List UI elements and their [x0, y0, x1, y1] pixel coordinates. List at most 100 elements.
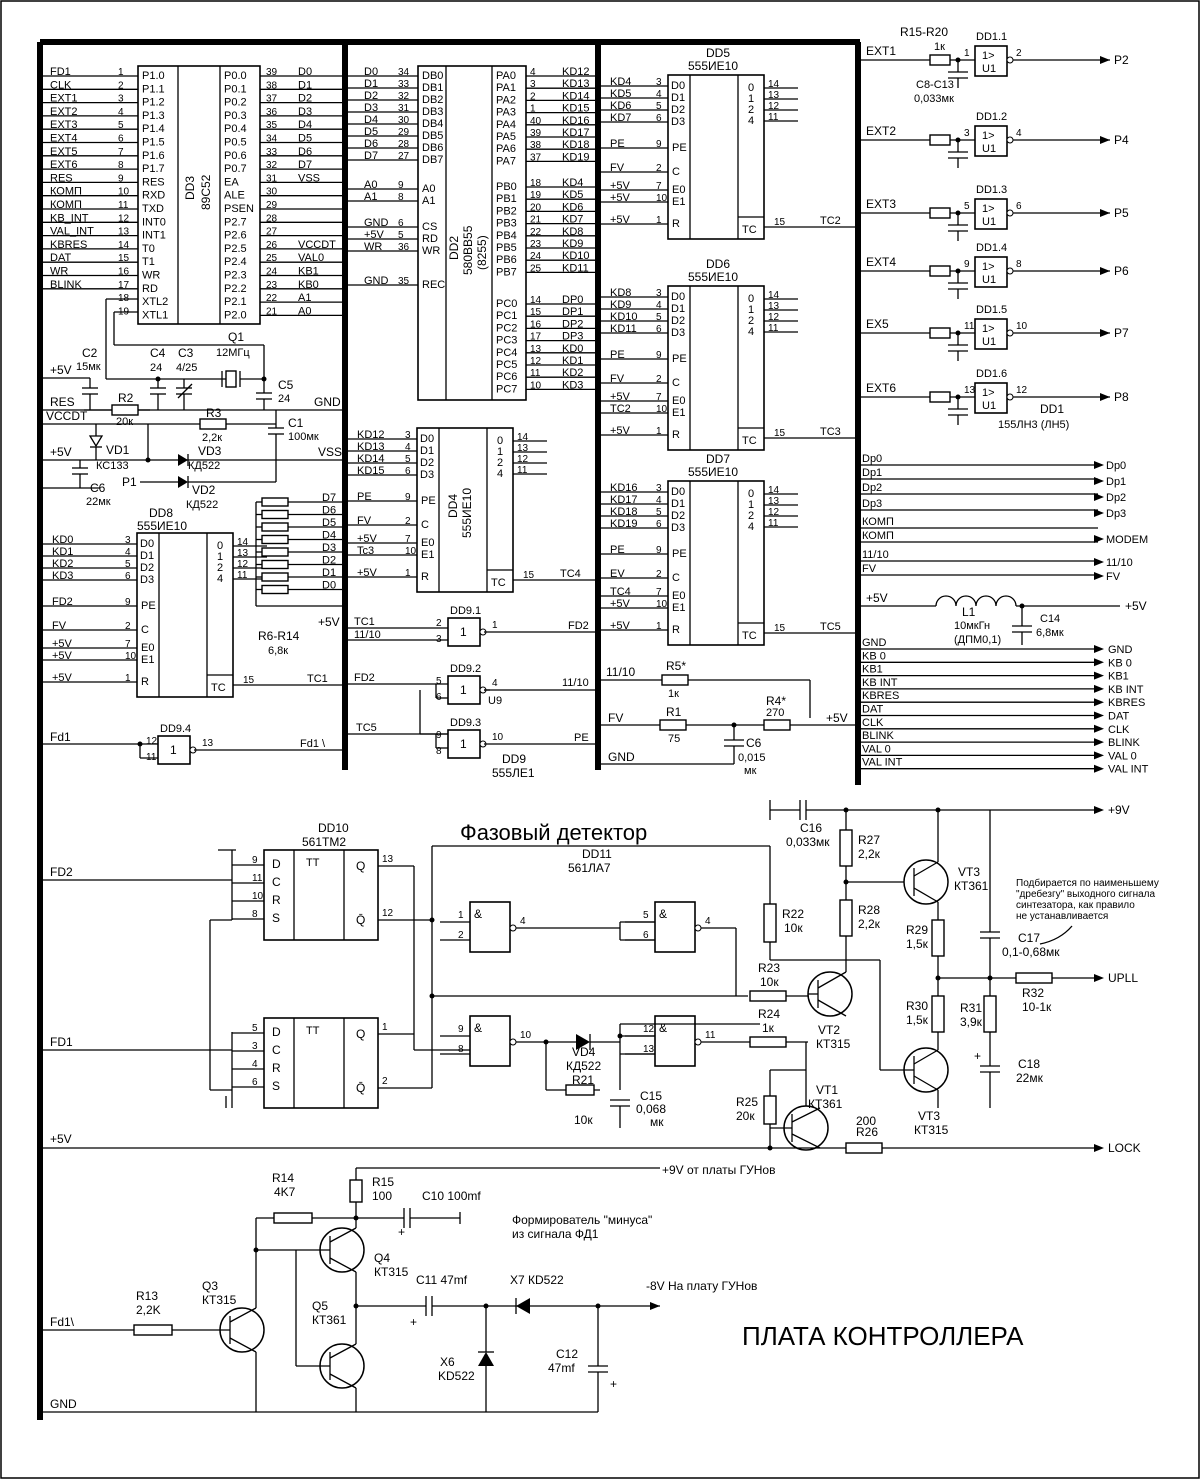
r24-label: R24: [758, 1007, 780, 1021]
r22-value: 10к: [784, 921, 803, 935]
bus2-net-left: KBRES: [862, 690, 899, 702]
counter-pin-num: 11: [768, 518, 779, 529]
dd3-pin-num: 28: [266, 213, 278, 224]
pd-9v: +9V: [1108, 803, 1130, 817]
counter-pin-R: R: [421, 571, 429, 583]
counter-net: KD3: [52, 570, 73, 582]
dd2-net: D5: [364, 126, 378, 138]
net-res: RES: [50, 395, 75, 409]
dd1-output-net: P6: [1114, 264, 1129, 278]
bus-net-left: КОМП: [862, 530, 894, 542]
dd3-pin-num: 21: [266, 306, 278, 317]
dd2-pin-num: 9: [398, 180, 404, 191]
counter-out: 2: [748, 510, 754, 522]
pd-note: "дребезгу" выходного сигнала: [1016, 888, 1155, 900]
dd3-pin-P2.6: P2.6: [224, 230, 247, 242]
vt1-value: КТ361: [808, 1097, 843, 1111]
counter-net: +5V: [610, 214, 631, 226]
r5-label: R5*: [666, 659, 686, 673]
dd2-pin-num: 36: [398, 242, 410, 253]
dd1-gate-name: DD1.5: [976, 304, 1007, 316]
dd3-pin-INT1: INT1: [142, 230, 166, 242]
counter-name: DD7: [706, 452, 730, 466]
counter-out: 4: [748, 326, 754, 338]
dd2-pin-PC7: PC7: [496, 383, 517, 395]
dd2-pin-RD: RD: [422, 233, 438, 245]
dd2-pin-num: 28: [398, 139, 410, 150]
counter-pin-num: 2: [656, 374, 662, 385]
rpack-net: D5: [322, 517, 336, 529]
counter-name: DD6: [706, 257, 730, 271]
dd3-net: RES: [50, 172, 73, 184]
dd2-pin-PA7: PA7: [496, 155, 516, 167]
dd2-net: D0: [364, 66, 378, 78]
counter-pin-D2: D2: [671, 104, 685, 116]
l1-note: (ДПМ0,1): [954, 634, 1001, 646]
r4-label: R4*: [766, 694, 786, 708]
counter-pin-D2: D2: [671, 315, 685, 327]
bus-net-left: 11/10: [862, 549, 889, 561]
net-vccdt: VCCDT: [46, 409, 88, 423]
counter-pin-R: R: [672, 624, 680, 636]
dd10-type: 561ТМ2: [302, 835, 346, 849]
dd2-net: KD19: [562, 151, 590, 163]
counter-pin-PE: PE: [141, 600, 156, 612]
counter-net: +5V: [610, 391, 631, 403]
dd3-pin-num: 10: [118, 187, 130, 198]
x6-value: KD522: [438, 1369, 475, 1383]
counter-tc-net: TC3: [820, 426, 841, 438]
dd2-pin-num: 18: [530, 178, 542, 189]
dd2-net: KD3: [562, 379, 583, 391]
counter-out: 2: [217, 562, 223, 574]
dd3-pin-P1.0: P1.0: [142, 70, 165, 82]
dd10-pin-S: S: [272, 1079, 280, 1093]
counter-pin-E0: E0: [672, 590, 685, 602]
counter-pin-D1: D1: [140, 550, 154, 562]
dd3-net: EXT1: [50, 93, 78, 105]
r13-value: 2,2K: [136, 1303, 161, 1317]
counter-pin-D2: D2: [671, 510, 685, 522]
dd10-pin-num: 10: [252, 891, 264, 902]
bus-net-left: КОМП: [862, 516, 894, 528]
dd3-pin-PSEN: PSEN: [224, 203, 254, 215]
dd11-symbol: &: [474, 907, 482, 921]
dd1-gate-name: DD1.3: [976, 184, 1007, 196]
dd11-pin-num: 13: [643, 1044, 655, 1055]
counter-pin-D0: D0: [140, 538, 154, 550]
dd11-pin-num: 11: [705, 1030, 716, 1041]
dd2-pin-PC3: PC3: [496, 335, 517, 347]
dd2-net: KD12: [562, 66, 590, 78]
dd9-net: Fd1: [50, 730, 71, 744]
bus2-net-right: VAL 0: [1108, 750, 1137, 762]
dd2-pin-num: 23: [530, 239, 542, 250]
dd2-pin-PB1: PB1: [496, 193, 517, 205]
dd3-pin-num: 2: [118, 80, 124, 91]
counter-pin-num: 9: [656, 139, 662, 150]
dd10-pin-R: R: [272, 1061, 281, 1075]
dd3-net: D0: [298, 66, 312, 78]
pd-note: Подбирается по наименьшему: [1016, 877, 1159, 889]
dd9-net: 11/10: [562, 677, 589, 689]
dd10-pin-C: C: [272, 875, 281, 889]
dd2-label: DD2: [447, 236, 461, 260]
dd2-pin-WR: WR: [422, 245, 440, 257]
counter-pin-num: 11: [768, 323, 779, 334]
c6-label: C6: [746, 736, 762, 750]
dd1-pin-num: 5: [964, 201, 970, 212]
dd1-gate-symbol: 1>: [982, 203, 995, 215]
counter-pin-num: 10: [656, 404, 668, 415]
counter-out: 2: [497, 457, 503, 469]
counter-tc: TC: [491, 577, 506, 589]
dd10-pin-num: 13: [382, 854, 394, 865]
dd2-net: A0: [364, 179, 377, 191]
r29-value: 1,5к: [906, 937, 929, 951]
dd2-net: WR: [364, 241, 382, 253]
dd2-pin-num: 13: [530, 344, 542, 355]
dd2-net: KD13: [562, 78, 590, 90]
dd3-net: EXT4: [50, 133, 78, 145]
dd1-pin-num: 12: [1016, 385, 1028, 396]
dd1-gate-symbol: 1>: [982, 323, 995, 335]
arrow-icon: [1094, 461, 1104, 469]
